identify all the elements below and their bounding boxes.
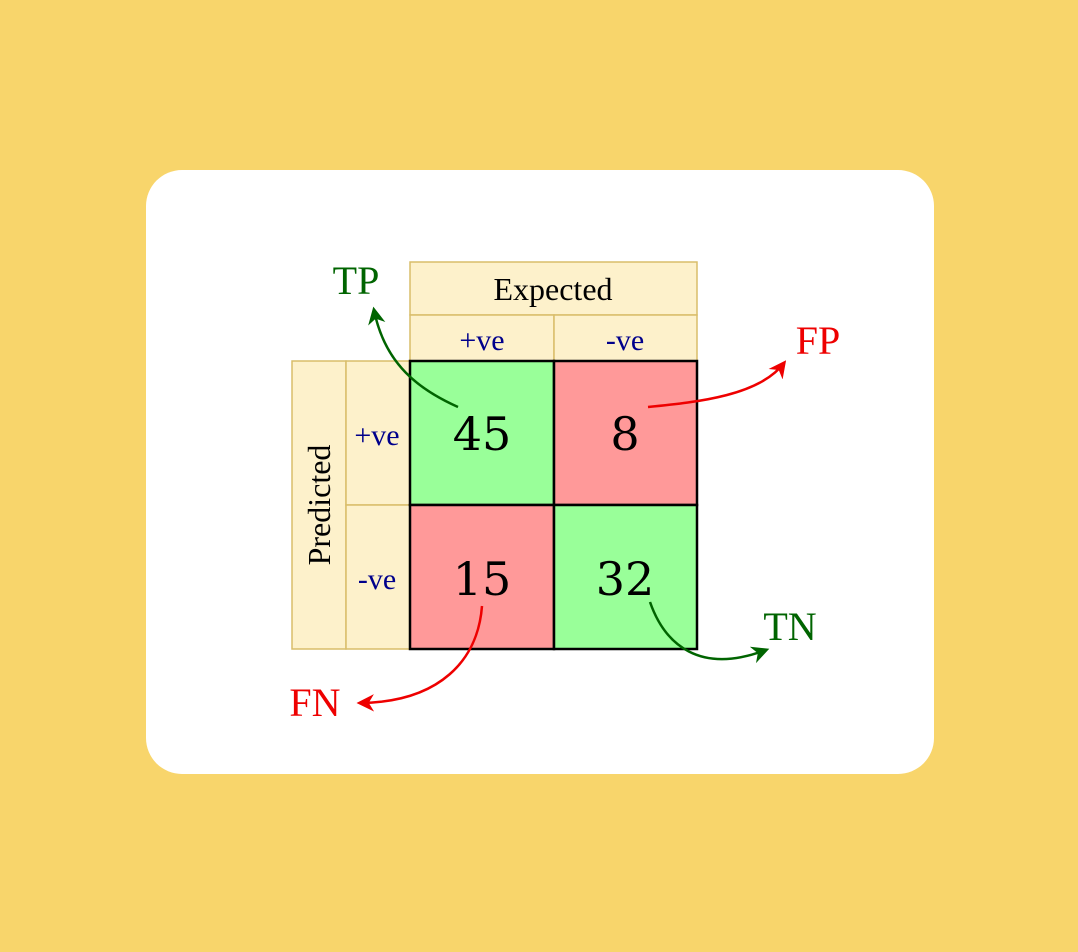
expected-header-cell <box>409 261 698 316</box>
tn-arrow <box>648 601 770 664</box>
tn-label: TN <box>763 604 816 649</box>
value-true-positive: 45 <box>453 407 512 461</box>
row-header-positive: +ve <box>354 419 399 452</box>
expected-header-label: Expected <box>493 271 612 307</box>
row-header-negative: -ve <box>358 563 396 596</box>
row-header-cell-negative <box>345 504 411 650</box>
fn-label: FN <box>289 680 340 725</box>
value-false-negative: 15 <box>453 552 512 606</box>
tp-arrow <box>368 306 459 409</box>
cell-false-positive <box>552 359 699 507</box>
value-true-negative: 32 <box>596 552 655 606</box>
column-header-positive: +ve <box>459 324 504 357</box>
column-header-cell-negative <box>553 314 698 362</box>
fp-label: FP <box>796 318 841 363</box>
predicted-header-label: Predicted <box>301 445 337 566</box>
cell-false-negative <box>408 503 556 651</box>
column-header-cell-positive <box>409 314 555 362</box>
fp-arrow <box>647 360 787 409</box>
fn-arrow <box>356 605 484 712</box>
predicted-header-cell <box>291 360 347 650</box>
tp-label: TP <box>333 258 380 303</box>
cell-true-negative <box>552 503 699 651</box>
column-header-negative: -ve <box>606 324 644 357</box>
value-false-positive: 8 <box>610 407 639 461</box>
